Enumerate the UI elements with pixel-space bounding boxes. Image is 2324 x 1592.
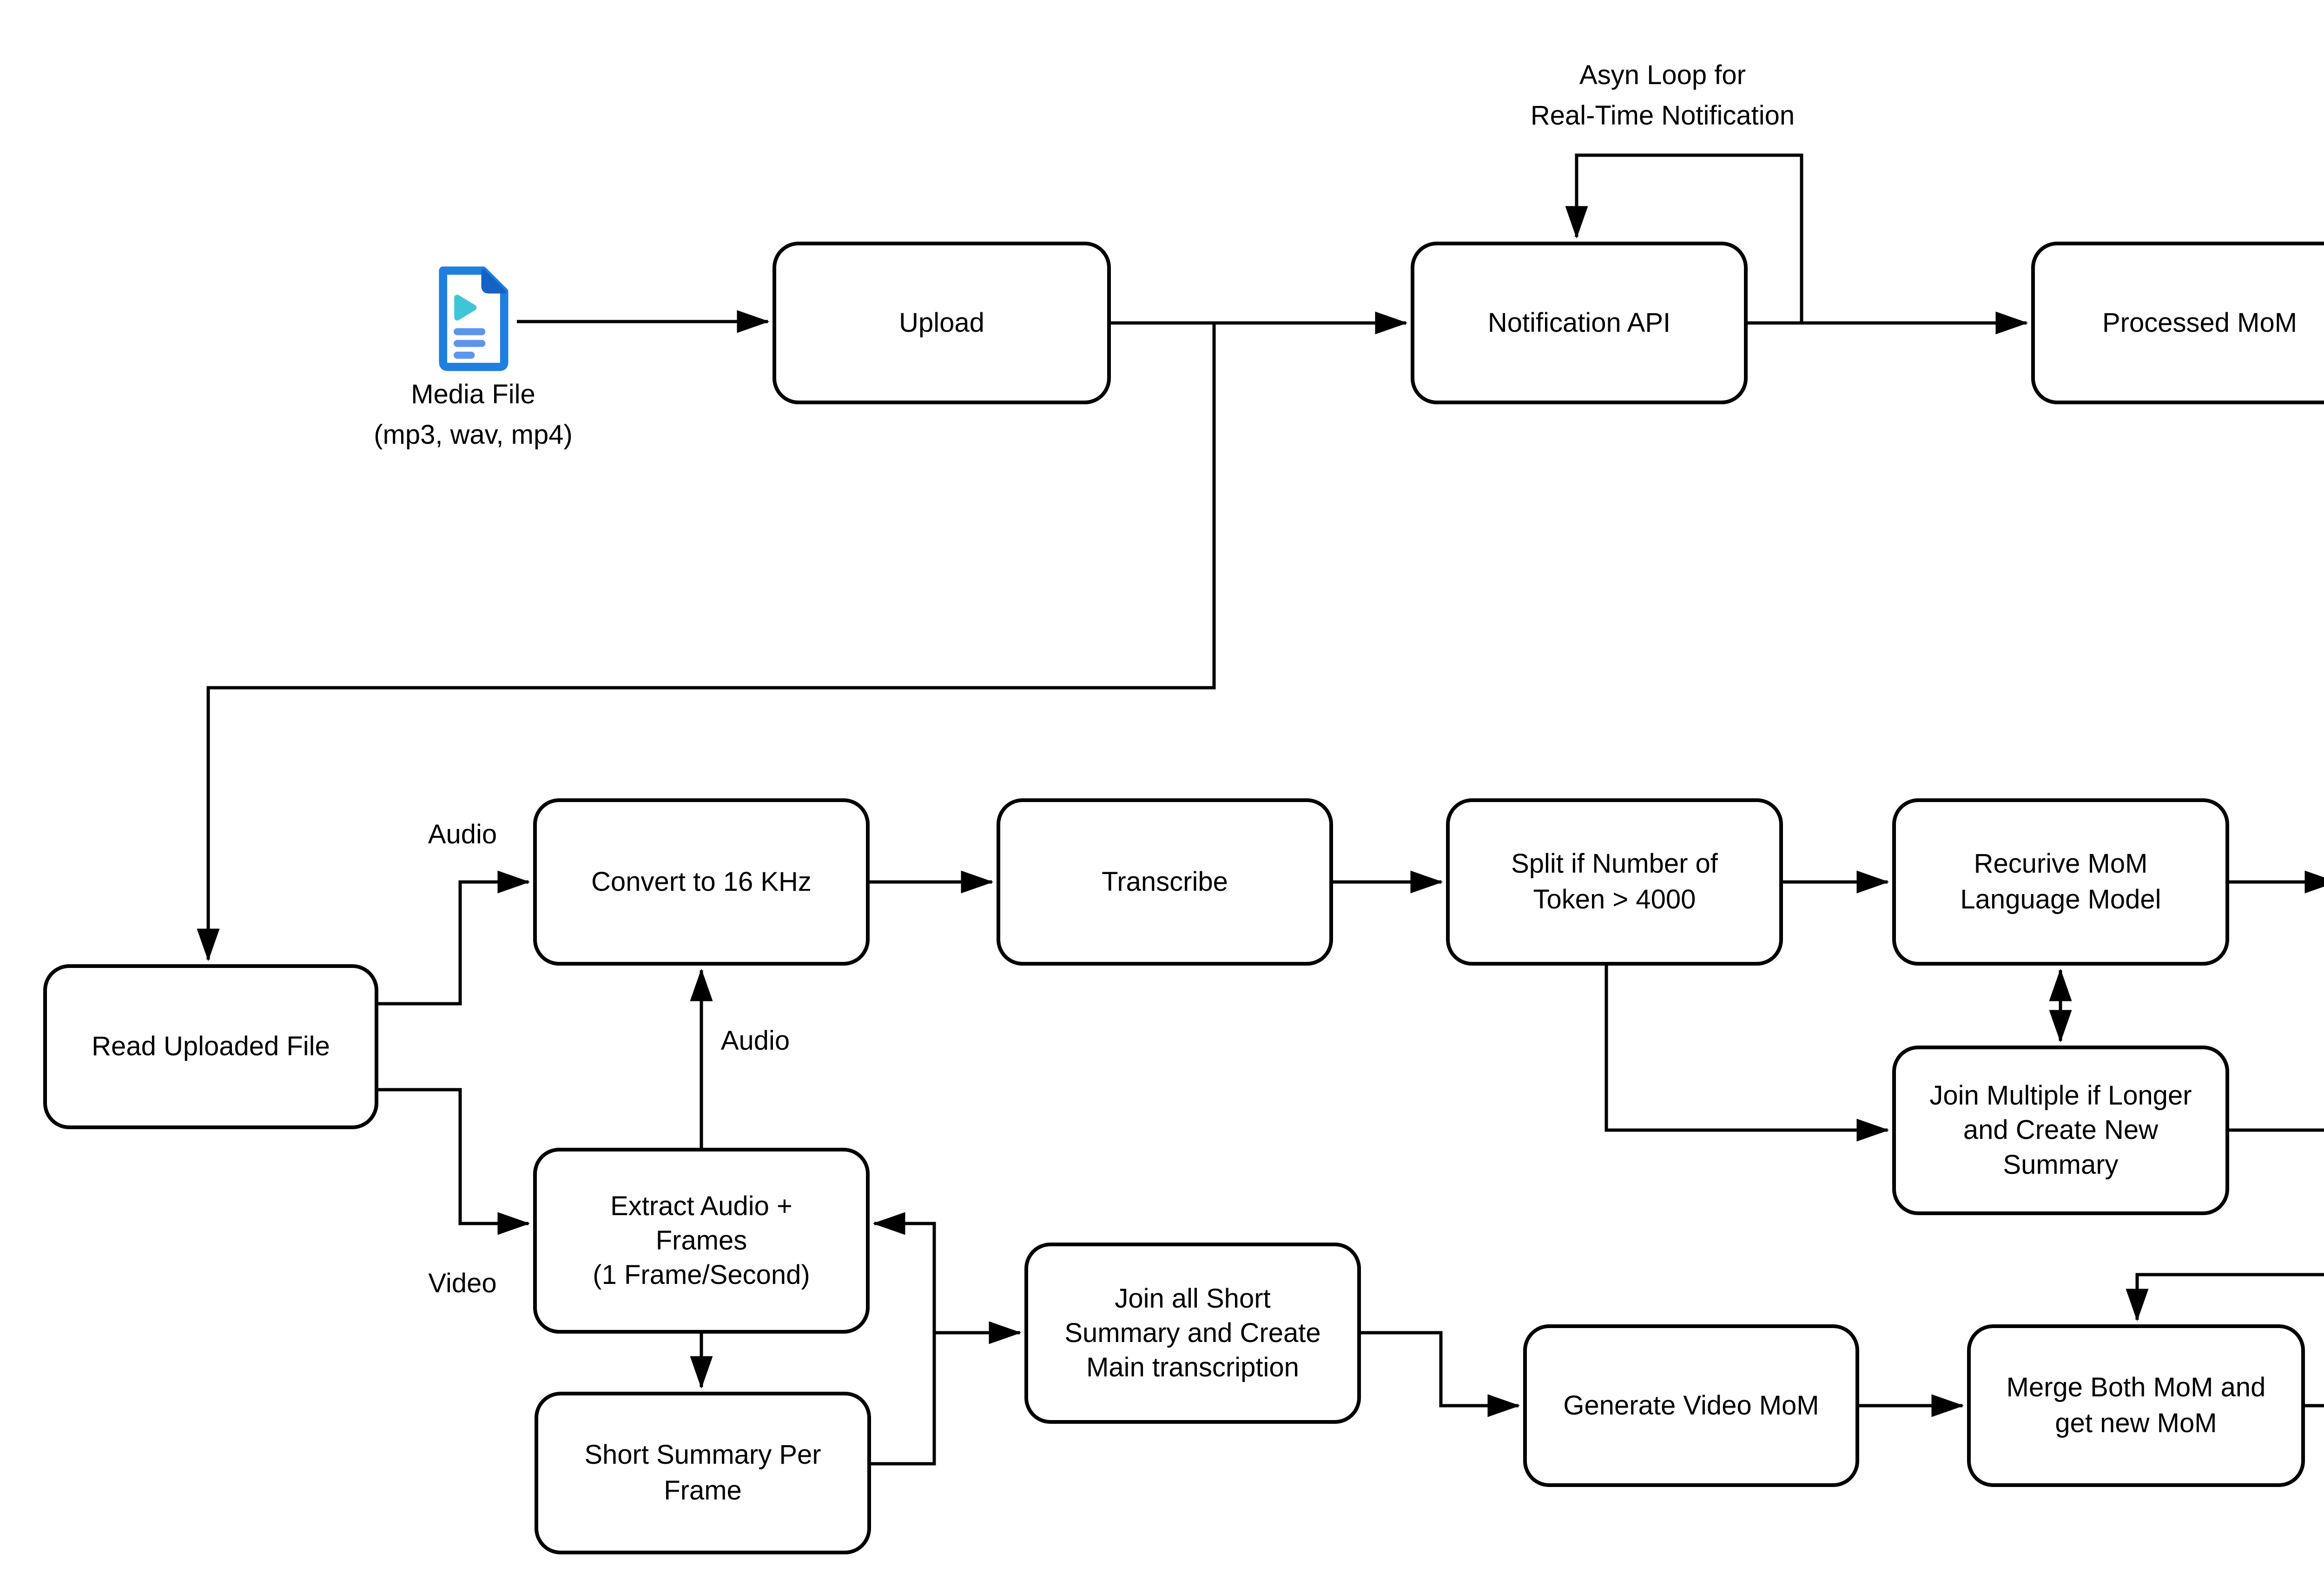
node-recursive-mom-lm: Recurive MoM Language Model: [1892, 798, 2229, 966]
connector-merge-to-gensummary: [2305, 1404, 2324, 1408]
node-generate-video-mom: Generate Video MoM: [1523, 1324, 1859, 1487]
media-file-icon-text-line-3: [454, 351, 475, 359]
media-file-icon-play-triangle: [454, 295, 477, 321]
node-upload: Upload: [772, 242, 1111, 404]
node-notification-api: Notification API: [1411, 242, 1748, 404]
node-convert-16khz: Convert to 16 KHz: [533, 798, 870, 966]
connector-async-loop: [1565, 153, 1803, 323]
video-branch-label: Video: [428, 1268, 497, 1298]
node-merge-both-mom: Merge Both MoM and get new MoM: [1967, 1324, 2305, 1487]
connector-split-to-joinmultiple: [1604, 966, 1889, 1142]
connector-read-to-extract-video: [378, 1088, 530, 1235]
node-join-all-short: Join all Short Summary and Create Main t…: [1024, 1243, 1361, 1424]
node-short-summary-per-frame: Short Summary Per Frame: [535, 1392, 871, 1554]
node-transcribe: Transcribe: [997, 798, 1333, 966]
connector-shortsummary-loop-to-extract: [871, 1212, 936, 1466]
media-file-icon-fold: [481, 269, 506, 294]
node-split-tokens: Split if Number of Token > 4000: [1446, 798, 1783, 966]
connector-joinallshort-to-genvideo: [1361, 1331, 1520, 1417]
node-read-uploaded-file: Read Uploaded File: [43, 964, 378, 1129]
connector-upload-branch-to-read: [197, 323, 1216, 961]
connector-read-to-convert-audio: [378, 870, 530, 1006]
node-processed-mom: Processed MoM: [2031, 242, 2324, 404]
async-loop-label: Asyn Loop for Real-Time Notification: [1530, 60, 1795, 131]
node-join-multiple: Join Multiple if Longer and Create New S…: [1892, 1046, 2229, 1215]
media-file-label: Media File (mp3, wav, mp4): [374, 379, 573, 450]
media-file-icon-text-line-1: [454, 328, 486, 336]
media-file-icon: [431, 266, 516, 372]
audio-extract-label: Audio: [720, 1026, 790, 1056]
audio-branch-label: Audio: [428, 819, 497, 849]
media-file-icon-text-line-2: [454, 340, 486, 347]
node-extract-audio-frames: Extract Audio + Frames (1 Frame/Second): [533, 1148, 870, 1334]
connector-joinmultiple-to-merge: [2126, 1273, 2324, 1322]
